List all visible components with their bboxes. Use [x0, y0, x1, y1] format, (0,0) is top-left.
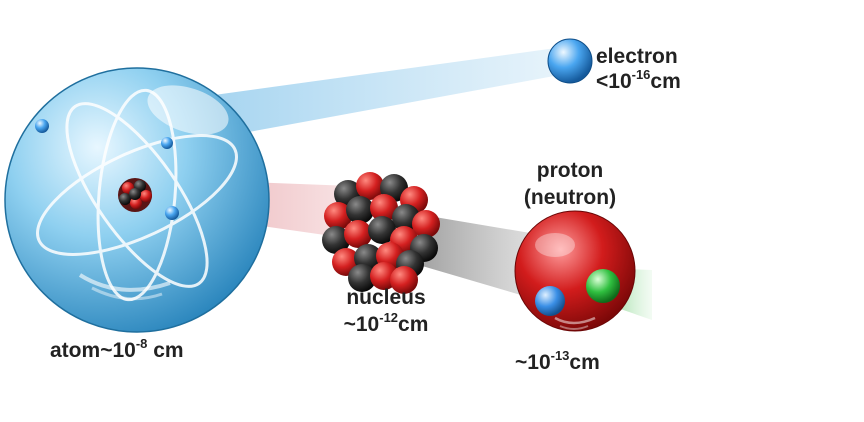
atom-size-exponent: -8 [135, 336, 148, 351]
nucleus-size-exponent: -12 [379, 310, 399, 325]
nucleus-label: nucleus ~10-12cm [330, 287, 442, 335]
proton-label: proton (neutron) [505, 160, 635, 208]
nucleus-neutron-ball [346, 196, 374, 224]
quark-blue [535, 286, 565, 316]
atom-name: atom [50, 339, 101, 362]
orbit-electron-1 [35, 119, 49, 133]
nucleus-proton-ball [344, 220, 372, 248]
nucleus-proton-ball [390, 266, 418, 294]
electron-name: electron [596, 45, 678, 68]
nucleus-size-unit: cm [398, 313, 429, 336]
neutron-name: (neutron) [523, 186, 617, 209]
atom-nucleus-small [118, 178, 152, 212]
nucleus-proton-ball [412, 210, 440, 238]
proton-size-unit: cm [569, 351, 600, 374]
orbit-electron-2 [161, 137, 173, 149]
electron-particle [547, 38, 593, 84]
atom-sphere [4, 67, 270, 333]
electron-orbits [36, 88, 238, 302]
proton-sphere [514, 210, 636, 332]
quark-green [586, 269, 620, 303]
proton-name: proton [536, 159, 604, 182]
nucleus-cluster [322, 172, 440, 294]
nucleus-size-prefix: ~10 [343, 313, 380, 336]
atom-size-unit: cm [147, 339, 184, 362]
electron-size-prefix: <10 [596, 70, 632, 93]
proton-size-prefix: ~10 [515, 351, 551, 374]
nucleus-proton-ball [356, 172, 384, 200]
electron-size-unit: cm [650, 70, 681, 93]
nucleus-name: nucleus [346, 286, 426, 309]
electron-label: electron <10-16cm [596, 46, 681, 92]
nucleus-neutron-ball [348, 264, 376, 292]
atom-size-prefix: ~10 [100, 339, 136, 362]
electron-zoom-beam [178, 48, 565, 140]
nucleus-proton-ball [324, 202, 352, 230]
proton-size-exponent: -13 [550, 348, 570, 363]
nucleus-neutron-ball [322, 226, 350, 254]
nucleus-neutron-ball [368, 216, 396, 244]
orbit-electron-3 [165, 206, 179, 220]
nucleus-proton-ball [370, 194, 398, 222]
atom-label: atom~10-8 cm [50, 337, 184, 362]
electron-size-exponent: -16 [631, 67, 651, 82]
proton-size-label: ~10-13cm [515, 349, 600, 374]
